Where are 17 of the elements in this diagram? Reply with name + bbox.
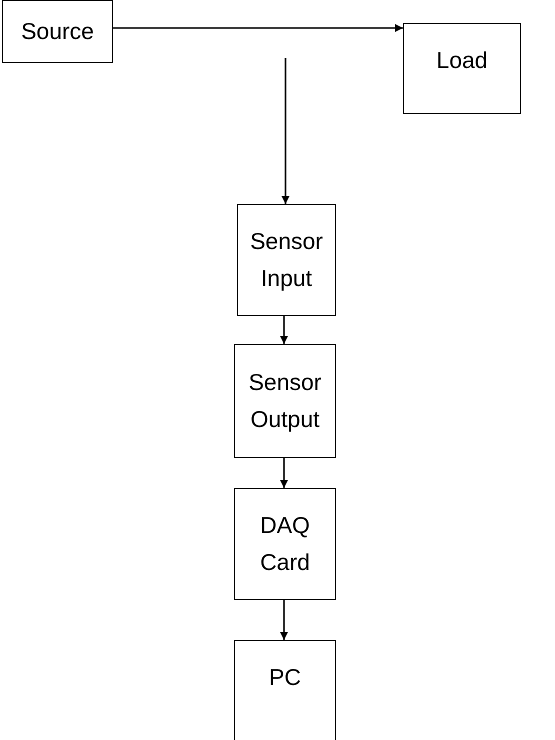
arrow (280, 600, 288, 640)
process-box (2, 0, 113, 63)
process-box (237, 204, 336, 316)
process-box (234, 488, 336, 600)
arrow (280, 316, 288, 344)
process-box (234, 344, 336, 458)
box-label: DAQ Card (259, 511, 311, 577)
box-label: Load (435, 46, 489, 75)
box-label: Sensor Input (249, 227, 324, 293)
box-label: Source (20, 17, 95, 46)
arrow (282, 58, 290, 204)
process-box (403, 23, 521, 114)
arrow (280, 458, 288, 488)
arrow (113, 24, 403, 32)
box-label: PC (268, 663, 302, 692)
process-box (234, 640, 336, 740)
box-label: Sensor Output (248, 368, 322, 434)
